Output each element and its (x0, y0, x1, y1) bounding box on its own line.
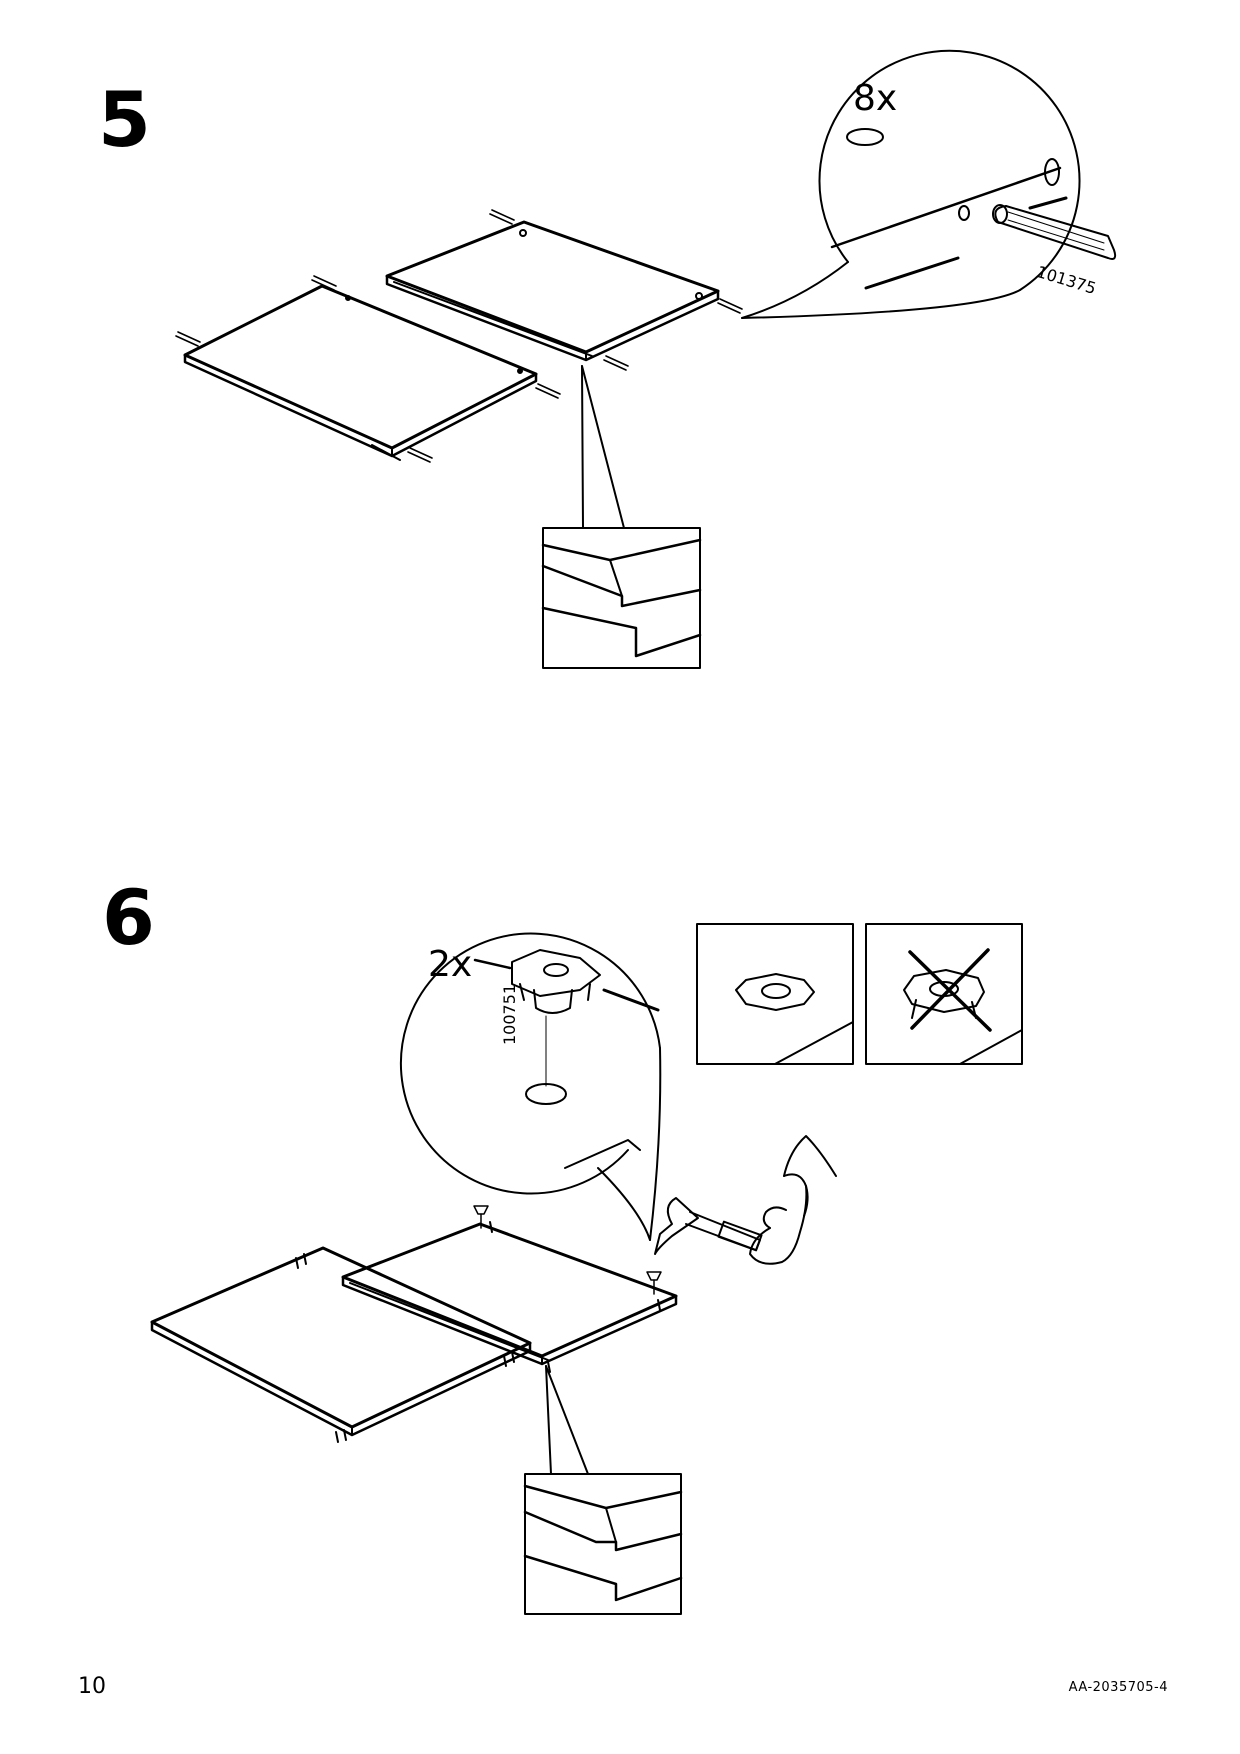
step6-illustration (150, 923, 1023, 1615)
hand-icon (749, 1135, 837, 1265)
step6-edge-detail (523, 1365, 683, 1615)
cross-out-icon (908, 948, 992, 1032)
dowel-icon (992, 204, 1117, 260)
tee-nut-icon (473, 1205, 662, 1295)
document-id: AA-2035705-4 (1068, 1680, 1168, 1695)
step5-detail-magnifier (741, 49, 1117, 319)
hammer-icon (654, 1197, 763, 1255)
step5-quantity: 8x (853, 78, 898, 119)
step6-number: 6 (102, 873, 155, 962)
step6-panel-right (341, 1205, 678, 1373)
step5-number: 5 (98, 75, 151, 164)
step5-illustration (175, 49, 1117, 669)
dowel-icon (175, 275, 561, 463)
step6-incorrect-box (865, 923, 1023, 1065)
step6-quantity: 2x (428, 944, 473, 985)
step6-correct-box (696, 923, 854, 1065)
tee-nut-icon (511, 949, 601, 1014)
step6-panel-left (150, 1246, 532, 1443)
tee-nut-icon (735, 973, 815, 1011)
page-number: 10 (78, 1674, 106, 1699)
step5-edge-detail (541, 365, 702, 669)
step5-panel-left (175, 275, 561, 463)
step6-part-number: 100751 (500, 983, 519, 1045)
step6-detail-magnifier (399, 932, 662, 1241)
step5-panel-right (385, 209, 743, 371)
